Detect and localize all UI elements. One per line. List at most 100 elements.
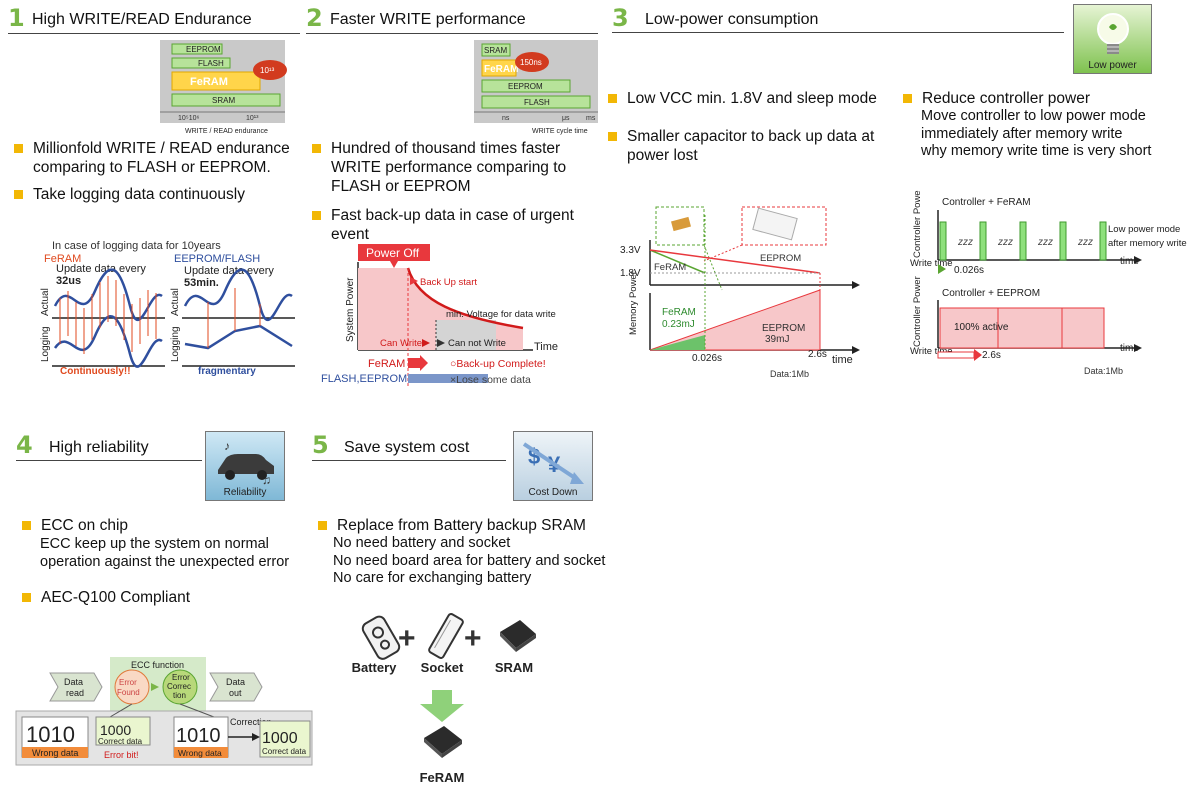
correct-data-display (95, 716, 151, 746)
section-1-divider (8, 33, 300, 34)
logging-left-logging-wave (53, 315, 163, 368)
ecc-diagram: ECC function Data read Error Found Error… (15, 657, 313, 766)
min-voltage-label: min. Voltage for data write (446, 309, 556, 320)
data-read-label-2: read (66, 688, 84, 698)
s3-sub-line-3: why memory write time is very short (921, 143, 1152, 159)
sram-chip-icon (500, 620, 536, 652)
backup-feram-label: FeRAM (368, 358, 405, 370)
controller-data-label: Data:1Mb (1084, 366, 1123, 376)
s3-bullet-3-text: Reduce controller power (922, 90, 1091, 107)
svg-text:zzz: zzz (957, 237, 973, 248)
endurance-badge (253, 60, 287, 80)
logging-eeprom-interval: 53min. (184, 277, 219, 289)
cost-down-icon: $ ¥ (522, 442, 584, 484)
logging-diagram: In case of logging data for 10years FeRA… (40, 240, 295, 377)
error-found-circle (114, 669, 150, 705)
voltage-feram-label: FeRAM (654, 262, 686, 273)
memory-power-label: Memory Power (628, 271, 639, 335)
logging-title: In case of logging data for 10years (52, 240, 221, 252)
bullet-square-icon (14, 190, 23, 199)
logging-actual-left: Actual (40, 288, 51, 316)
flash-backup-bar (408, 374, 488, 383)
error-found-label-2: Found (117, 688, 140, 697)
s2-bullet-1: Hundred of thousand times faster WRITE p… (312, 139, 597, 196)
feram-backup-arrow-icon (420, 355, 428, 371)
bullet-square-icon (608, 94, 617, 103)
bar-sram-write-label: SRAM (484, 46, 507, 55)
reliability-icon-label: Reliability (223, 487, 267, 498)
voltage-eeprom-label: EEPROM (760, 253, 801, 264)
large-capacitor-icon (752, 207, 798, 241)
bar-flash-write-label: FLASH (524, 98, 550, 107)
eeprom-energy-value: 39mJ (765, 334, 789, 345)
bar-feram-write (481, 59, 517, 77)
controller-feram-time-label: time (1120, 256, 1139, 267)
logging-feram-interval: 32us (56, 275, 81, 287)
energy-time-label: time (832, 354, 853, 366)
s3-right-sub-text: Move controller to low power mode immedi… (921, 108, 1196, 161)
correct-data-label: Correct data (98, 737, 143, 746)
small-capacitor-icon (671, 216, 691, 232)
section-4-number: 4 (16, 431, 33, 459)
endurance-badge-text: 10¹³ (260, 66, 275, 75)
bar-eeprom (171, 43, 223, 55)
backup-time-label: Time (534, 341, 558, 353)
wrong-data-tag (22, 747, 88, 758)
section-5-title: Save system cost (344, 439, 470, 456)
section-4-divider (16, 460, 202, 461)
bar-sram (171, 93, 281, 107)
socket-label: Socket (420, 660, 464, 675)
bar-sram-label: SRAM (212, 96, 235, 105)
can-not-write-arrow-icon (437, 339, 445, 347)
bar-feram-write-label: FeRAM (484, 64, 518, 75)
write-badge (515, 52, 549, 72)
section-4-title: High reliability (49, 439, 149, 456)
section-1-title: High WRITE/READ Endurance (32, 11, 252, 28)
logging-right-samples (207, 288, 261, 348)
bar-flash-write (481, 95, 591, 109)
s4-bullet-1: ECC on chip (22, 516, 312, 535)
section-1-number: 1 (8, 4, 25, 32)
s5-bullet-1-text: Replace from Battery backup SRAM (337, 517, 586, 534)
after-memory-write-label: after memory write (1108, 238, 1187, 249)
feram-energy-area (650, 335, 705, 350)
s1-bullet-1: Millionfold WRITE / READ endurance compa… (14, 139, 309, 177)
eeprom-active-area (939, 307, 1105, 349)
bullet-square-icon (312, 144, 321, 153)
s4-bullet-2-text: AEC-Q100 Compliant (41, 589, 191, 606)
s5-sub-line-2: No need board area for battery and socke… (333, 552, 606, 569)
s5-sub-line-1: No need battery and socket (333, 535, 511, 551)
correction-label: Correction (230, 717, 272, 727)
plus-sign-1: + (398, 622, 416, 655)
voltage-axis-arrow-icon (852, 281, 860, 289)
write-cycle-chart: SRAM FeRAM 150ns EEPROM FLASH ns μs ms W… (474, 40, 598, 135)
data-out-label-1: Data (226, 677, 245, 687)
back-up-start-arrow-icon (410, 277, 418, 285)
bar-eeprom-write-label: EEPROM (508, 82, 543, 91)
replace-down-arrow-icon (420, 690, 464, 722)
can-write-label: Can Write (380, 338, 422, 349)
write-time-feram-arrow-icon (938, 264, 946, 274)
logging-logging-left: Logging (40, 326, 51, 362)
s2-bullet-2: Fast back-up data in case of urgent even… (312, 206, 597, 244)
sram-label: SRAM (494, 660, 534, 675)
correct-data-digits: 1000 (100, 722, 131, 738)
wrong-data-label: Wrong data (32, 748, 78, 758)
s5-bullet-1: Replace from Battery backup SRAM (318, 516, 618, 535)
s1-bullet-1-text: Millionfold WRITE / READ endurance compa… (33, 140, 290, 176)
energy-t2-label: 2.6s (808, 349, 827, 360)
active-label: 100% active (954, 322, 1009, 333)
endurance-tick-low: 10⁵10⁶ (178, 115, 199, 122)
section-3-number: 3 (612, 4, 629, 32)
large-capacitor-leader (703, 244, 743, 262)
s1-bullet-2-text: Take logging data continuously (33, 186, 245, 203)
data-read-label-1: Data (64, 677, 83, 687)
bullet-square-icon (22, 521, 31, 530)
section-2-number: 2 (306, 4, 323, 32)
ecc-function-label: ECC function (131, 660, 184, 670)
power-off-box (358, 244, 430, 261)
power-off-arrow-icon (390, 261, 398, 268)
lose-data-label: ×Lose some data (450, 374, 531, 386)
logging-right-logging-line (184, 324, 293, 350)
write-tick-ns: ns (502, 115, 510, 122)
